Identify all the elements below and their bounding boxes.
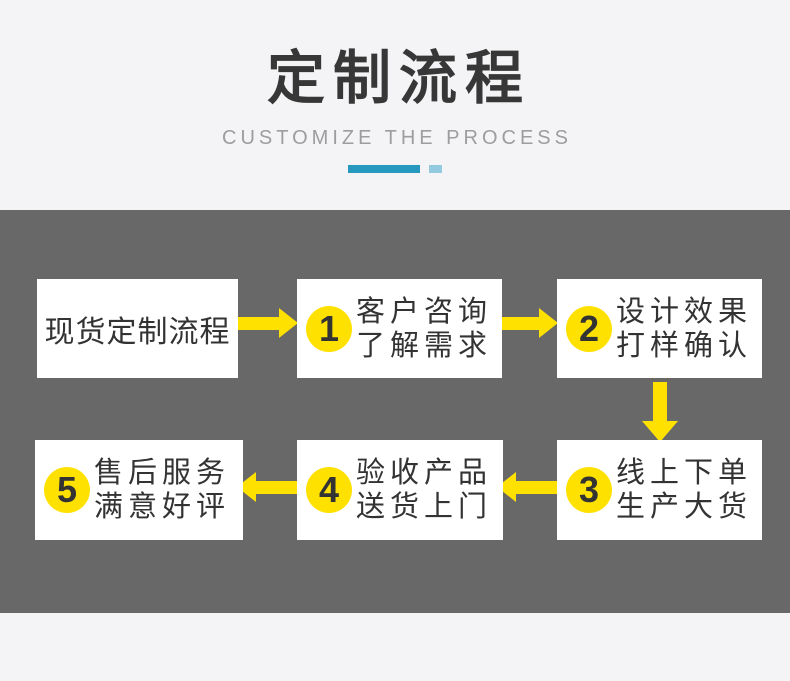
arrow-right-icon bbox=[238, 308, 298, 338]
page-subtitle: CUSTOMIZE THE PROCESS bbox=[222, 127, 572, 149]
step-5-line2: 满意好评 bbox=[94, 491, 231, 523]
step-4-line1: 验收产品 bbox=[356, 457, 493, 489]
step-4-text: 验收产品 送货上门 bbox=[356, 456, 492, 524]
arrow-shaft bbox=[502, 316, 539, 330]
step-1-line1: 客户咨询 bbox=[356, 295, 493, 328]
step-2-text: 设计效果 打样确认 bbox=[616, 295, 752, 363]
step-2-number-badge: 2 bbox=[566, 305, 612, 352]
step-box-2: 2 设计效果 打样确认 bbox=[557, 279, 762, 378]
step-5-line1: 售后服务 bbox=[94, 457, 231, 489]
underline-bar-long bbox=[348, 165, 420, 173]
step-1-line2: 了解需求 bbox=[356, 329, 493, 362]
flowchart: 现货定制流程 1 客户咨询 了解需求 2 设计效果 打样确认 bbox=[0, 210, 790, 613]
step-4-number-badge: 4 bbox=[306, 467, 352, 513]
intro-box: 现货定制流程 bbox=[37, 279, 238, 378]
arrow-right-icon bbox=[502, 308, 558, 338]
step-3-line2: 生产大货 bbox=[616, 491, 753, 523]
arrow-shaft bbox=[238, 316, 279, 330]
page-title: 定制流程 bbox=[266, 46, 531, 111]
step-box-4: 4 验收产品 送货上门 bbox=[297, 440, 503, 540]
arrow-head bbox=[279, 308, 298, 338]
arrow-down-icon bbox=[642, 382, 678, 442]
intro-label: 现货定制流程 bbox=[44, 315, 231, 349]
step-5-number-badge: 5 bbox=[44, 467, 90, 513]
arrow-head bbox=[642, 421, 678, 442]
underline-bar-short bbox=[429, 165, 442, 173]
step-3-line1: 线上下单 bbox=[616, 457, 753, 489]
title-underline bbox=[0, 165, 790, 173]
arrow-head bbox=[539, 308, 558, 338]
arrow-left-icon bbox=[237, 472, 297, 502]
arrow-shaft bbox=[256, 480, 297, 494]
arrow-shaft bbox=[516, 480, 557, 494]
step-3-number-badge: 3 bbox=[566, 467, 612, 513]
arrow-shaft bbox=[653, 382, 667, 421]
step-box-5: 5 售后服务 满意好评 bbox=[35, 440, 243, 540]
step-5-text: 售后服务 满意好评 bbox=[94, 456, 230, 524]
step-1-number-badge: 1 bbox=[306, 305, 352, 352]
arrow-left-icon bbox=[497, 472, 557, 502]
header: 定制流程 CUSTOMIZE THE PROCESS bbox=[0, 0, 790, 210]
step-box-3: 3 线上下单 生产大货 bbox=[557, 440, 762, 540]
step-1-text: 客户咨询 了解需求 bbox=[356, 295, 492, 363]
step-2-line1: 设计效果 bbox=[616, 295, 753, 328]
step-3-text: 线上下单 生产大货 bbox=[616, 456, 752, 524]
step-box-1: 1 客户咨询 了解需求 bbox=[297, 279, 502, 378]
step-4-line2: 送货上门 bbox=[356, 491, 493, 523]
step-2-line2: 打样确认 bbox=[616, 329, 753, 362]
